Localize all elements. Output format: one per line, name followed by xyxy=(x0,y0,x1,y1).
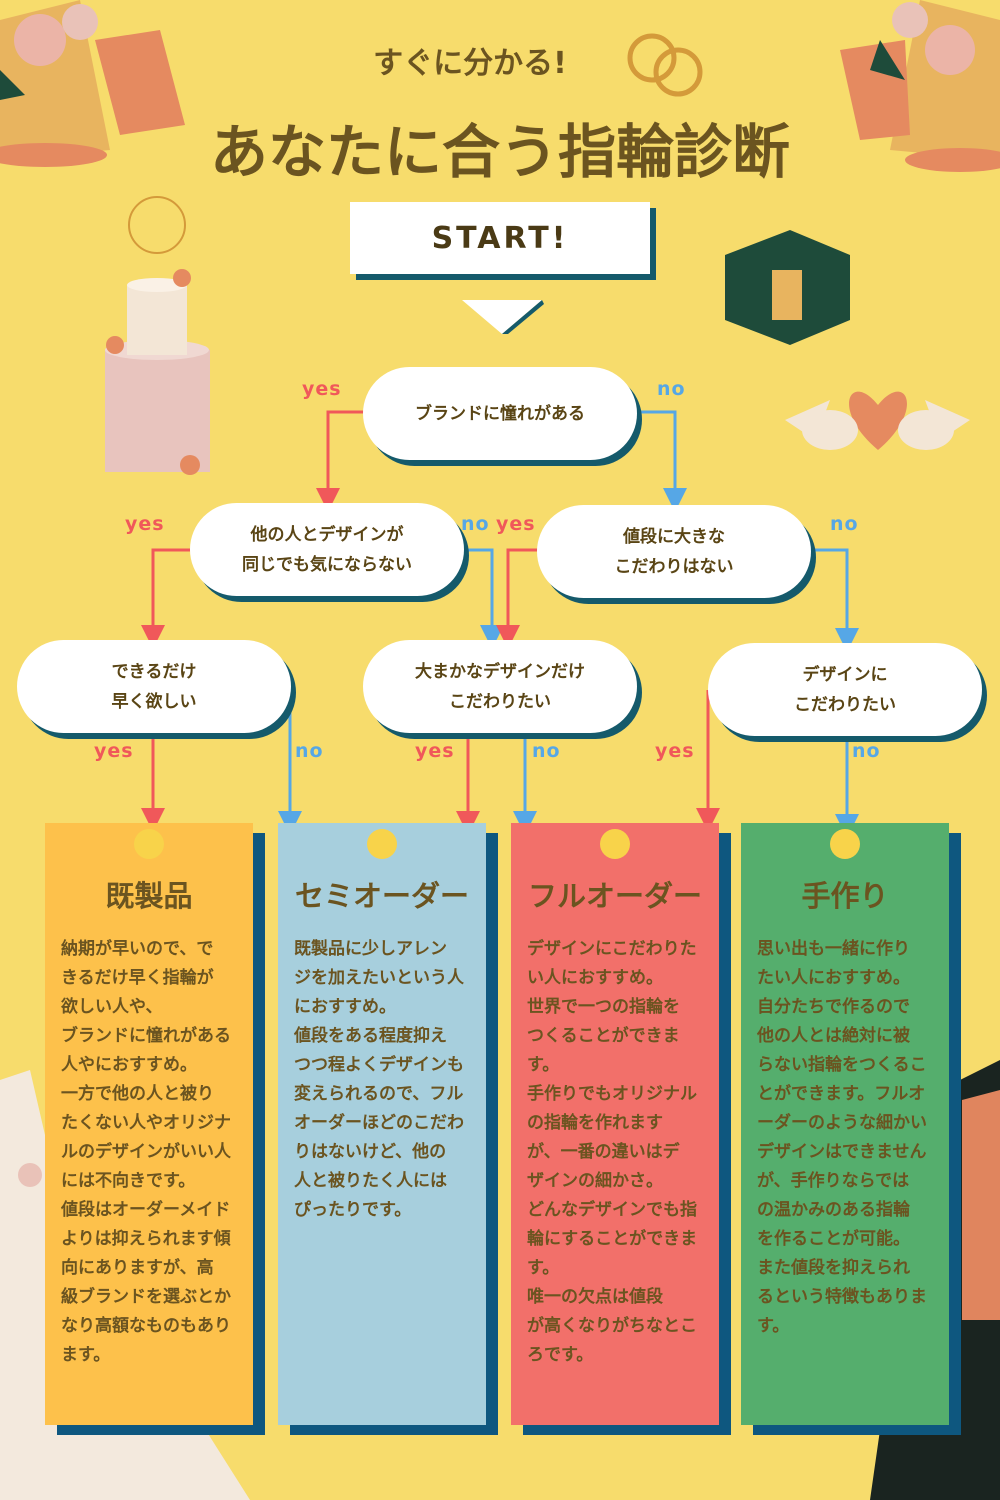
result-title: フルオーダー xyxy=(527,879,702,913)
no-label: no xyxy=(532,740,561,762)
gift-icon xyxy=(725,230,850,345)
no-label: no xyxy=(295,740,324,762)
connector-yes xyxy=(141,548,190,649)
no-label: no xyxy=(830,513,859,535)
result-description: 既製品に少しアレン ジを加えたいという人 におすすめ。 値段をある程度抑え つつ… xyxy=(294,939,464,1220)
result-description: 納期が早いので、で きるだけ早く指輪が 欲しい人や、 ブランドに憧れがある 人や… xyxy=(61,939,231,1365)
connector-no xyxy=(637,410,687,512)
no-label: no xyxy=(852,740,881,762)
result-card-ready-made: 既製品 納期が早いので、で きるだけ早く指輪が 欲しい人や、 ブランドに憧れがあ… xyxy=(45,823,253,1425)
yes-label: yes xyxy=(655,740,695,762)
subtitle: すぐに分かる! xyxy=(373,46,567,81)
result-description: 思い出も一緒に作り たい人におすすめ。 自分たちで作るので 他の人とは絶対に被 … xyxy=(757,939,927,1336)
question-rough-design: 大まかなデザインだけ こだわりたい xyxy=(363,640,637,733)
yes-label: yes xyxy=(415,740,455,762)
result-title: セミオーダー xyxy=(294,879,469,913)
pin-dot xyxy=(367,829,397,859)
start-button[interactable]: START! xyxy=(350,202,650,274)
doves-icon xyxy=(785,391,970,450)
bells-icon xyxy=(0,0,185,167)
result-card-full-order: フルオーダー デザインにこだわりた い人におすすめ。 世界で一つの指輪を つくる… xyxy=(511,823,719,1425)
result-title: 手作り xyxy=(801,879,889,913)
no-label: no xyxy=(461,513,490,535)
pin-dot xyxy=(134,829,164,859)
pin-dot xyxy=(600,829,630,859)
bells-icon xyxy=(840,0,1000,172)
cake-icon xyxy=(105,196,210,475)
rings-icon xyxy=(627,33,703,97)
question-same-design: 他の人とデザインが 同じでも気にならない xyxy=(190,503,464,596)
question-design: デザインに こだわりたい xyxy=(708,643,982,736)
connector-no xyxy=(465,548,504,649)
result-description: デザインにこだわりた い人におすすめ。 世界で一つの指輪を つくることができま … xyxy=(527,939,698,1365)
start-arrow-icon xyxy=(462,300,544,334)
question-fast: できるだけ 早く欲しい xyxy=(17,640,291,733)
yes-label: yes xyxy=(496,513,536,535)
result-title: 既製品 xyxy=(105,879,193,913)
groom-figure xyxy=(870,1060,1000,1500)
pin-dot xyxy=(830,829,860,859)
question-price: 値段に大きな こだわりはない xyxy=(537,505,811,598)
yes-label: yes xyxy=(302,378,342,400)
connector-no xyxy=(810,548,859,652)
yes-label: yes xyxy=(94,740,134,762)
result-card-handmade: 手作り 思い出も一緒に作り たい人におすすめ。 自分たちで作るので 他の人とは絶… xyxy=(741,823,949,1425)
no-label: no xyxy=(657,378,686,400)
yes-label: yes xyxy=(125,513,165,535)
connector-yes xyxy=(316,410,363,512)
connector-yes xyxy=(496,548,537,649)
result-card-semi-order: セミオーダー 既製品に少しアレン ジを加えたいという人 におすすめ。 値段をある… xyxy=(278,823,486,1425)
page-title: あなたに合う指輪診断 xyxy=(209,118,790,186)
question-brand: ブランドに憧れがある xyxy=(363,367,637,460)
